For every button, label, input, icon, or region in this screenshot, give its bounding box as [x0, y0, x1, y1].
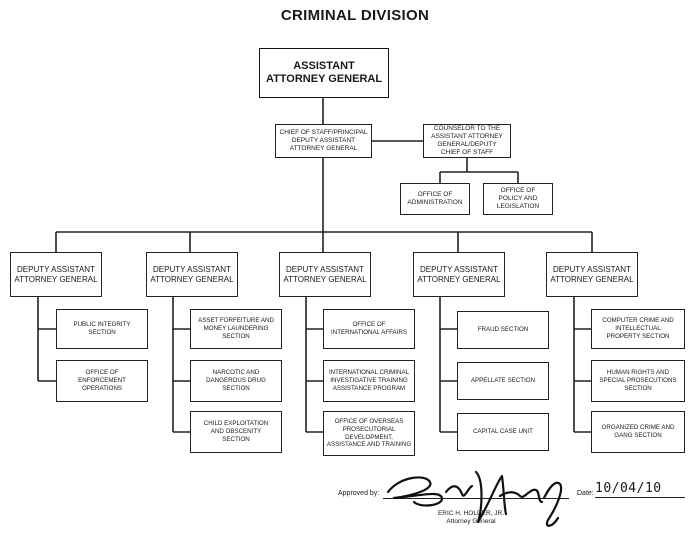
appellate-section-box: APPELLATE SECTION — [457, 362, 549, 400]
box-line: COMPUTER CRIME AND — [602, 317, 674, 325]
box-line: LEGISLATION — [496, 203, 540, 211]
icitap-box: INTERNATIONAL CRIMINAL INVESTIGATIVE TRA… — [323, 360, 415, 402]
public-integrity-section-box: PUBLIC INTEGRITY SECTION — [56, 309, 148, 349]
box-line: CHIEF OF STAFF/PRINCIPAL — [279, 128, 368, 136]
box-line: DEPUTY ASSISTANT — [553, 264, 631, 274]
box-line: GENERAL/DEPUTY — [437, 141, 497, 148]
box-line: PROPERTY SECTION — [606, 332, 670, 340]
box-line: DEPUTY ASSISTANT — [17, 264, 95, 274]
box-line: COUNSELOR TO THE — [433, 124, 501, 132]
box-line: MONEY LAUNDERING — [203, 325, 269, 333]
computer-crime-section-box: COMPUTER CRIME AND INTELLECTUAL PROPERTY… — [591, 309, 685, 349]
organized-crime-section-box: ORGANIZED CRIME AND GANG SECTION — [591, 411, 685, 453]
deputy-box-4: DEPUTY ASSISTANT ATTORNEY GENERAL — [413, 252, 505, 297]
asset-forfeiture-section-box: ASSET FORFEITURE AND MONEY LAUNDERING SE… — [190, 309, 282, 349]
box-line: DEPUTY ASSISTANT — [291, 136, 356, 144]
box-line: POLICY AND — [498, 194, 538, 202]
enforcement-operations-box: OFFICE OF ENFORCEMENT OPERATIONS — [56, 360, 148, 402]
box-line: ATTORNEY GENERAL — [150, 274, 234, 284]
deputy-box-3: DEPUTY ASSISTANT ATTORNEY GENERAL — [279, 252, 371, 297]
box-line: ADMINISTRATION — [407, 199, 463, 206]
human-rights-section-box: HUMAN RIGHTS AND SPECIAL PROSECUTIONS SE… — [591, 360, 685, 402]
deputy-box-2: DEPUTY ASSISTANT ATTORNEY GENERAL — [146, 252, 238, 297]
narcotic-drug-section-box: NARCOTIC AND DANGEROUS DRUG SECTION — [190, 360, 282, 402]
box-line: AND OBSCENITY — [210, 428, 262, 436]
box-line: NARCOTIC AND — [212, 369, 260, 377]
box-line: ATTORNEY GENERAL — [265, 73, 383, 85]
child-exploitation-section-box: CHILD EXPLOITATION AND OBSCENITY SECTION — [190, 411, 282, 453]
box-line: ASSET FORFEITURE AND — [198, 317, 274, 325]
office-of-policy-box: OFFICE OF POLICY AND LEGISLATION — [483, 183, 553, 215]
box-line: CAPITAL CASE UNIT — [473, 428, 533, 436]
approved-by-label: Approved by: — [338, 490, 380, 497]
box-line: OFFICE OF — [500, 186, 536, 194]
box-line: ASSISTANT — [293, 59, 355, 72]
assistant-attorney-general-box: ASSISTANT ATTORNEY GENERAL — [259, 48, 389, 98]
box-line: APPELLATE SECTION — [470, 377, 536, 385]
box-line: INTERNATIONAL CRIMINAL — [328, 369, 410, 377]
box-line: INTELLECTUAL — [615, 325, 661, 333]
office-of-administration-box: OFFICE OF ADMINISTRATION — [400, 183, 470, 215]
box-line: CHIEF OF STAFF — [440, 149, 494, 157]
fraud-section-box: FRAUD SECTION — [457, 311, 549, 349]
box-line: ATTORNEY GENERAL — [14, 274, 98, 284]
chief-of-staff-box: CHIEF OF STAFF/PRINCIPAL DEPUTY ASSISTAN… — [275, 124, 372, 158]
box-line: ASSISTANCE PROGRAM — [332, 384, 406, 392]
box-line: OFFICE OF OVERSEAS — [334, 418, 404, 425]
box-line: ATTORNEY GENERAL — [289, 145, 358, 153]
box-line: ATTORNEY GENERAL — [417, 274, 501, 284]
box-line: SECTION — [88, 329, 116, 336]
date-label: Date: — [577, 490, 594, 497]
counselor-box: COUNSELOR TO THE ASSISTANT ATTORNEY GENE… — [423, 124, 511, 158]
box-line: SPECIAL PROSECUTIONS — [599, 377, 677, 385]
box-line: INVESTIGATIVE TRAINING — [330, 377, 408, 385]
international-affairs-box: OFFICE OF INTERNATIONAL AFFAIRS — [323, 309, 415, 349]
box-line: ORGANIZED CRIME AND — [601, 424, 675, 432]
box-line: DEPUTY ASSISTANT — [420, 264, 498, 274]
date-value: 10/04/10 — [595, 481, 685, 498]
box-line: SECTION — [624, 384, 652, 392]
signer-title: Attorney General — [446, 518, 496, 525]
box-line: FRAUD SECTION — [477, 326, 529, 334]
box-line: ATTORNEY GENERAL — [550, 274, 634, 284]
box-line: OPERATIONS — [81, 384, 123, 392]
box-line: SECTION — [222, 384, 250, 392]
box-line: ASSISTANT ATTORNEY — [431, 132, 503, 140]
box-line: GANG SECTION — [614, 432, 662, 439]
chart-title: CRIMINAL DIVISION — [280, 7, 430, 24]
box-line: DEPUTY ASSISTANT — [286, 264, 364, 274]
box-line: PUBLIC INTEGRITY — [73, 321, 131, 329]
box-line: OFFICE OF — [85, 369, 119, 377]
box-line: DEPUTY ASSISTANT — [153, 264, 231, 274]
box-line: ENFORCEMENT — [78, 377, 126, 385]
signature-scribble — [386, 470, 563, 527]
opdat-box: OFFICE OF OVERSEAS PROSECUTORIAL DEVELOP… — [323, 411, 415, 456]
box-line: CHILD EXPLOITATION — [203, 420, 269, 428]
box-line: SECTION — [222, 332, 250, 340]
box-line: PROSECUTORIAL — [342, 425, 396, 433]
box-line: OFFICE OF — [417, 190, 453, 198]
box-line: SECTION — [222, 435, 250, 443]
box-line: DANGEROUS DRUG — [206, 377, 266, 385]
signature-line — [383, 498, 569, 499]
capital-case-unit-box: CAPITAL CASE UNIT — [457, 413, 549, 451]
deputy-box-1: DEPUTY ASSISTANT ATTORNEY GENERAL — [10, 252, 102, 297]
box-line: DEVELOPMENT, — [345, 433, 393, 441]
box-line: INTERNATIONAL AFFAIRS — [331, 329, 407, 336]
box-line: HUMAN RIGHTS AND — [606, 369, 670, 377]
signer-name: ERIC H. HOLDER, JR. — [437, 510, 505, 517]
box-line: ASSISTANCE AND TRAINING — [326, 441, 412, 449]
box-line: ATTORNEY GENERAL — [283, 274, 367, 284]
box-line: OFFICE OF — [352, 321, 386, 329]
deputy-box-5: DEPUTY ASSISTANT ATTORNEY GENERAL — [546, 252, 638, 297]
